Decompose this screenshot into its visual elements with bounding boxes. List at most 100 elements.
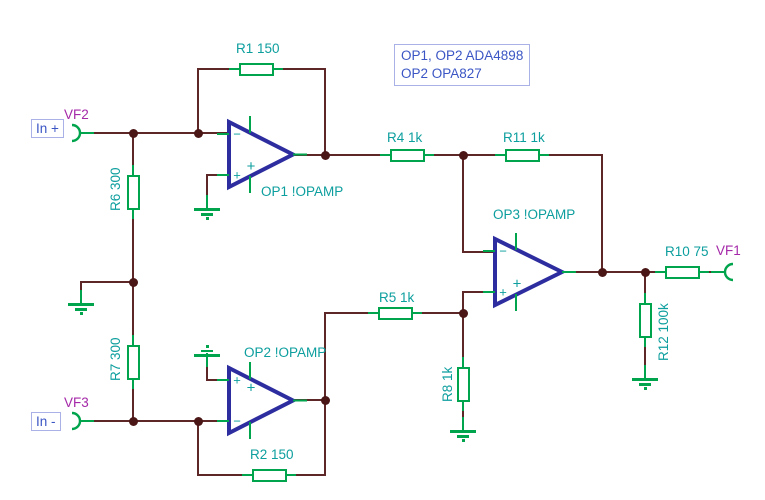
ground-icon[interactable] — [457, 435, 469, 438]
io-terminal-icon[interactable] — [62, 123, 82, 143]
junction-dot — [458, 150, 468, 160]
wire-segment[interactable] — [324, 399, 326, 476]
ground-icon[interactable] — [643, 387, 647, 390]
wire-segment[interactable] — [79, 132, 230, 134]
io-terminal-icon[interactable] — [723, 262, 743, 282]
ground-icon[interactable] — [639, 383, 651, 386]
resistor-label-R10[interactable]: R10 75 — [665, 244, 709, 259]
wire-segment[interactable] — [410, 312, 464, 314]
wire-segment[interactable] — [132, 281, 134, 347]
ground-icon[interactable] — [194, 208, 220, 211]
resistor-label-R5[interactable]: R5 1k — [379, 290, 415, 305]
opamp-label-OP3[interactable]: OP3 !OPAMP — [493, 207, 576, 222]
wire-segment[interactable] — [132, 208, 134, 283]
port-label-in-minus[interactable]: In - — [31, 412, 61, 431]
svg-text:+: + — [233, 168, 241, 183]
wire-segment[interactable] — [291, 399, 326, 401]
wire-segment[interactable] — [206, 364, 208, 381]
vf-label-VF3[interactable]: VF3 — [64, 395, 89, 410]
resistor-label-R11[interactable]: R11 1k — [503, 130, 545, 145]
svg-text:+: + — [233, 373, 241, 388]
resistor-label-R4[interactable]: R4 1k — [387, 130, 423, 145]
port-label-in-plus[interactable]: In + — [31, 119, 64, 138]
wire-segment[interactable] — [462, 291, 496, 293]
ground-icon[interactable] — [201, 349, 213, 352]
wire-segment[interactable] — [206, 174, 208, 197]
wire-segment[interactable] — [644, 271, 646, 305]
vf-label-VF2[interactable]: VF2 — [64, 107, 89, 122]
wire-segment[interactable] — [462, 154, 464, 253]
ground-icon[interactable] — [201, 213, 213, 216]
ground-icon[interactable] — [75, 308, 87, 311]
wire-segment[interactable] — [644, 336, 646, 369]
wire-segment[interactable] — [197, 474, 254, 476]
wire-segment[interactable] — [197, 420, 199, 476]
wire-segment[interactable] — [197, 68, 199, 134]
wire-segment[interactable] — [132, 132, 134, 176]
ground-icon[interactable] — [450, 430, 476, 433]
resistor-label-R8[interactable]: R8 1k — [440, 366, 455, 402]
wire-segment[interactable] — [80, 281, 134, 283]
resistor-label-R7[interactable]: R7 300 — [108, 337, 123, 381]
resistor-R5[interactable] — [377, 306, 413, 320]
io-terminal-icon[interactable] — [62, 411, 82, 431]
junction-dot — [128, 277, 138, 287]
wire-segment[interactable] — [79, 420, 230, 422]
resistor-lead — [495, 154, 506, 156]
wire-segment[interactable] — [132, 378, 134, 422]
resistor-lead — [272, 68, 283, 70]
svg-text:+: + — [499, 285, 507, 300]
opamp-label-OP2[interactable]: OP2 !OPAMP — [244, 345, 327, 360]
wire-segment[interactable] — [80, 281, 82, 294]
ground-icon[interactable] — [632, 378, 658, 381]
ground-icon[interactable] — [205, 217, 209, 220]
resistor-R2[interactable] — [251, 468, 287, 482]
resistor-lead — [368, 312, 379, 314]
terminal-lead — [79, 132, 94, 134]
wire-segment[interactable] — [462, 312, 464, 369]
resistor-R10[interactable] — [664, 265, 700, 279]
wire-segment[interactable] — [291, 154, 391, 156]
wire-segment[interactable] — [284, 474, 326, 476]
resistor-label-R6[interactable]: R6 300 — [108, 167, 123, 211]
ground-icon[interactable] — [644, 365, 646, 379]
svg-text:+: + — [513, 276, 522, 293]
resistor-R1[interactable] — [238, 62, 274, 76]
resistor-R6[interactable] — [126, 174, 140, 210]
ground-icon[interactable] — [68, 303, 94, 306]
ground-icon[interactable] — [462, 417, 464, 431]
wire-segment[interactable] — [538, 154, 603, 156]
opamp-label-OP1[interactable]: OP1 !OPAMP — [261, 184, 344, 199]
wire-segment[interactable] — [324, 312, 326, 401]
resistor-R4[interactable] — [389, 148, 425, 162]
resistor-label-R1[interactable]: R1 150 — [236, 41, 280, 56]
ground-icon[interactable] — [80, 290, 82, 304]
wire-segment[interactable] — [324, 68, 326, 156]
resistor-lead — [698, 271, 709, 273]
wire-segment[interactable] — [601, 154, 603, 273]
resistor-label-R12[interactable]: R12 100k — [656, 303, 671, 361]
resistor-R7[interactable] — [126, 344, 140, 380]
wire-segment[interactable] — [324, 312, 380, 314]
ground-icon[interactable] — [79, 312, 83, 315]
resistor-R11[interactable] — [504, 148, 540, 162]
ground-icon[interactable] — [206, 195, 208, 209]
opamp-OP1[interactable]: −++ — [217, 108, 307, 201]
annotation-note-box[interactable]: OP1, OP2 ADA4898 OP2 OPA827 — [394, 44, 531, 86]
ground-icon[interactable] — [205, 345, 209, 348]
opamp-OP2[interactable]: +−+ — [217, 354, 307, 447]
vf-label-VF1[interactable]: VF1 — [716, 243, 741, 258]
resistor-R12[interactable] — [638, 302, 652, 338]
ground-icon[interactable] — [461, 439, 465, 442]
resistor-lead — [229, 68, 240, 70]
resistor-label-R2[interactable]: R2 150 — [250, 447, 294, 462]
resistor-R8[interactable] — [456, 366, 470, 402]
resistor-lead — [423, 154, 434, 156]
ground-icon[interactable] — [206, 353, 208, 367]
wire-segment[interactable] — [561, 271, 666, 273]
resistor-lead — [462, 357, 464, 368]
opamp-OP3[interactable]: −++ — [483, 225, 576, 319]
wire-segment[interactable] — [462, 291, 464, 314]
wire-segment[interactable] — [462, 251, 496, 253]
